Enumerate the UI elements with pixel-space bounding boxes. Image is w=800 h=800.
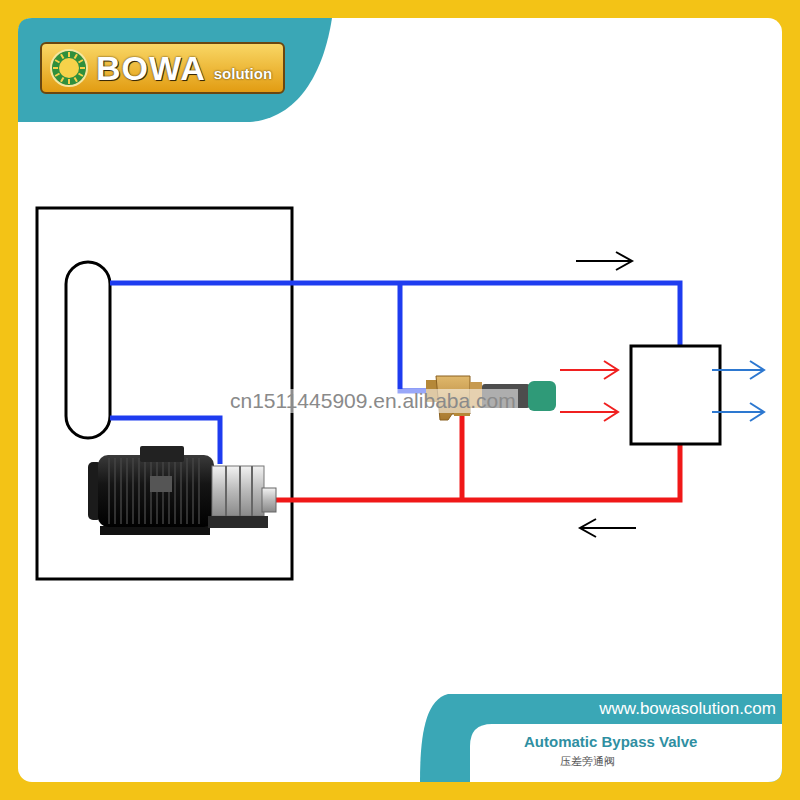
logo-text: solution: [214, 65, 272, 82]
website-url: www.bowasolution.com: [599, 699, 776, 719]
caption-chinese: 压差旁通阀: [560, 754, 615, 769]
tank: [66, 262, 110, 438]
panel: [18, 18, 782, 782]
return-pipe: [276, 412, 680, 500]
footer-band: [420, 694, 782, 782]
logo-emblem: [49, 48, 89, 88]
header-band: [18, 18, 332, 122]
flow-arrow: [712, 361, 764, 421]
load-box: [631, 346, 720, 444]
logo-box: BOWA solution: [40, 42, 285, 94]
supply-pipe: [110, 283, 680, 464]
watermark: cn1511445909.en.alibaba.com: [228, 389, 518, 413]
pump: [88, 446, 276, 535]
footer-inset: [470, 724, 782, 782]
flow-arrow: [560, 361, 618, 421]
footer-band: www.bowasolution.com: [418, 694, 782, 724]
logo-text: BOWA: [96, 49, 206, 88]
flow-arrow: [576, 252, 636, 537]
caption: Automatic Bypass Valve: [524, 733, 697, 750]
